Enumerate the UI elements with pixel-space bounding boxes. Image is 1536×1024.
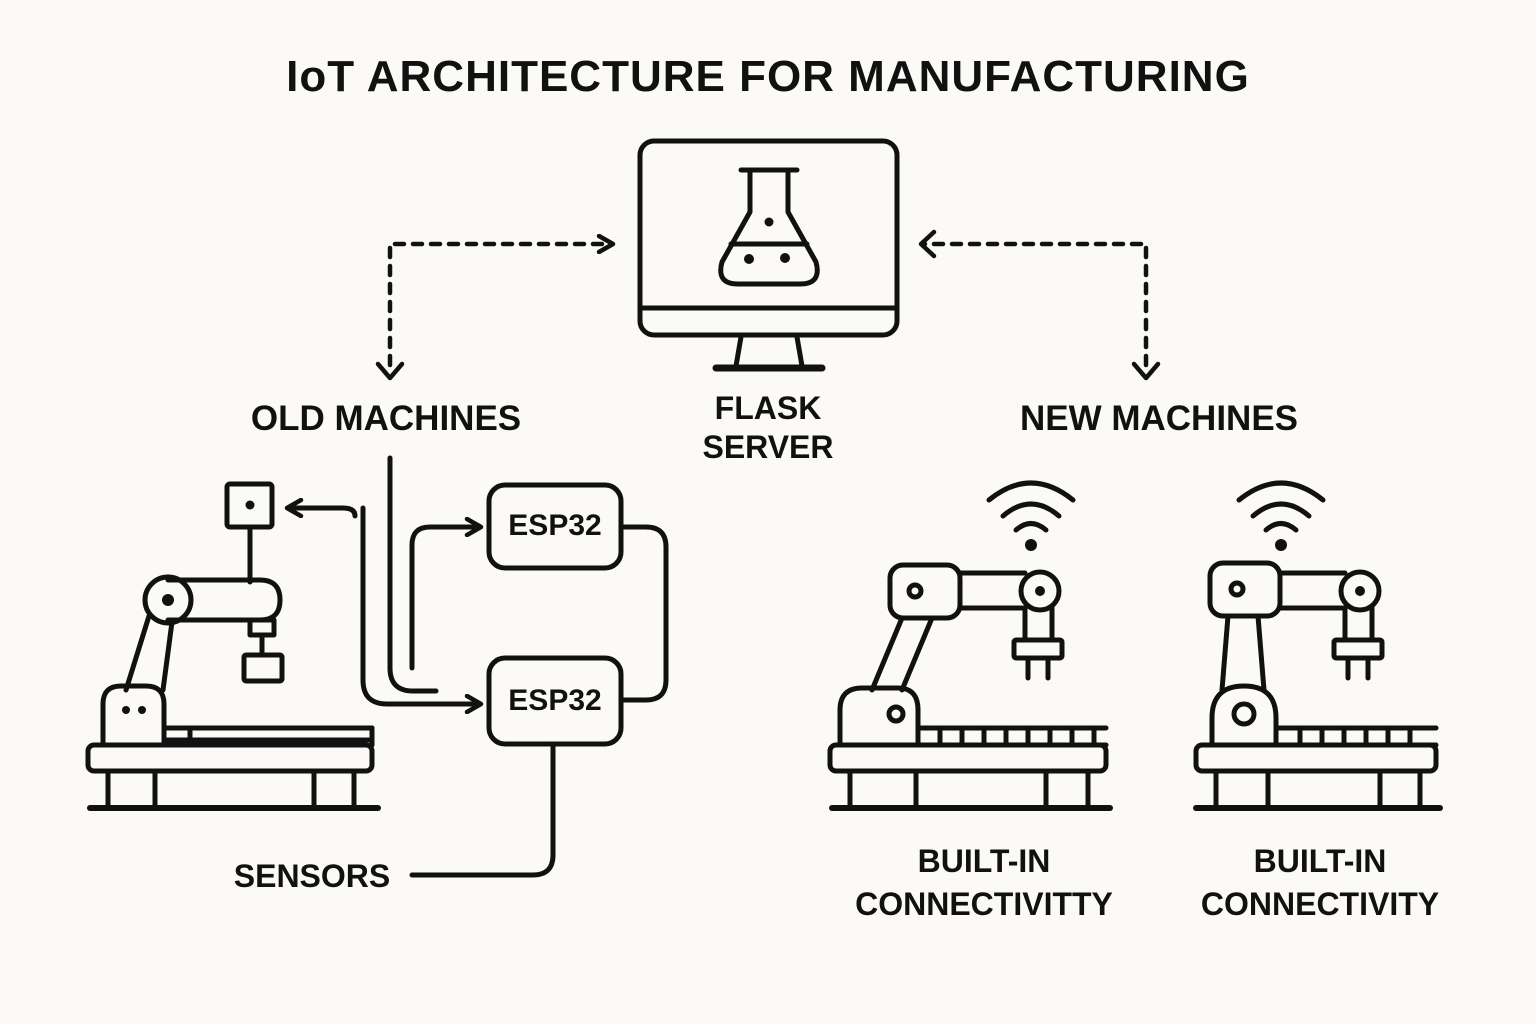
sensors-label: SENSORS [233, 858, 391, 894]
robot-2-caption-line2: CONNECTIVITY [1200, 886, 1440, 922]
new-machines-server-link [921, 241, 1149, 368]
server-label-line1: FLASK [714, 390, 822, 426]
old-machines-arrow-down [375, 361, 405, 381]
esp32-wiring [288, 455, 669, 878]
page-title: IoT ARCHITECTURE FOR MANUFACTURING [286, 52, 1250, 101]
server-arrow-right [918, 229, 937, 259]
server-monitor-icon [637, 138, 900, 372]
esp32-label-bottom: ESP32 [508, 684, 602, 717]
robot-1-caption-line1: BUILT-IN [917, 843, 1051, 879]
new-machines-arrow-down [1131, 361, 1161, 381]
server-label-line2: SERVER [702, 429, 834, 465]
robot-1-caption-line2: CONNECTIVITTY [855, 886, 1113, 922]
esp32-label-top: ESP32 [508, 509, 602, 542]
new-machines-label: NEW MACHINES [1019, 399, 1299, 438]
robot-2-caption-line1: BUILT-IN [1253, 843, 1387, 879]
wifi-icon-2 [1236, 480, 1326, 551]
wifi-icon-1 [986, 480, 1076, 551]
old-machine-robot [85, 481, 381, 811]
new-machine-robot-2 [1193, 480, 1443, 811]
flask-icon [718, 167, 820, 287]
old-machines-server-link [387, 244, 612, 368]
old-machines-label: OLD MACHINES [250, 399, 522, 438]
new-machine-robot-1 [827, 480, 1113, 811]
